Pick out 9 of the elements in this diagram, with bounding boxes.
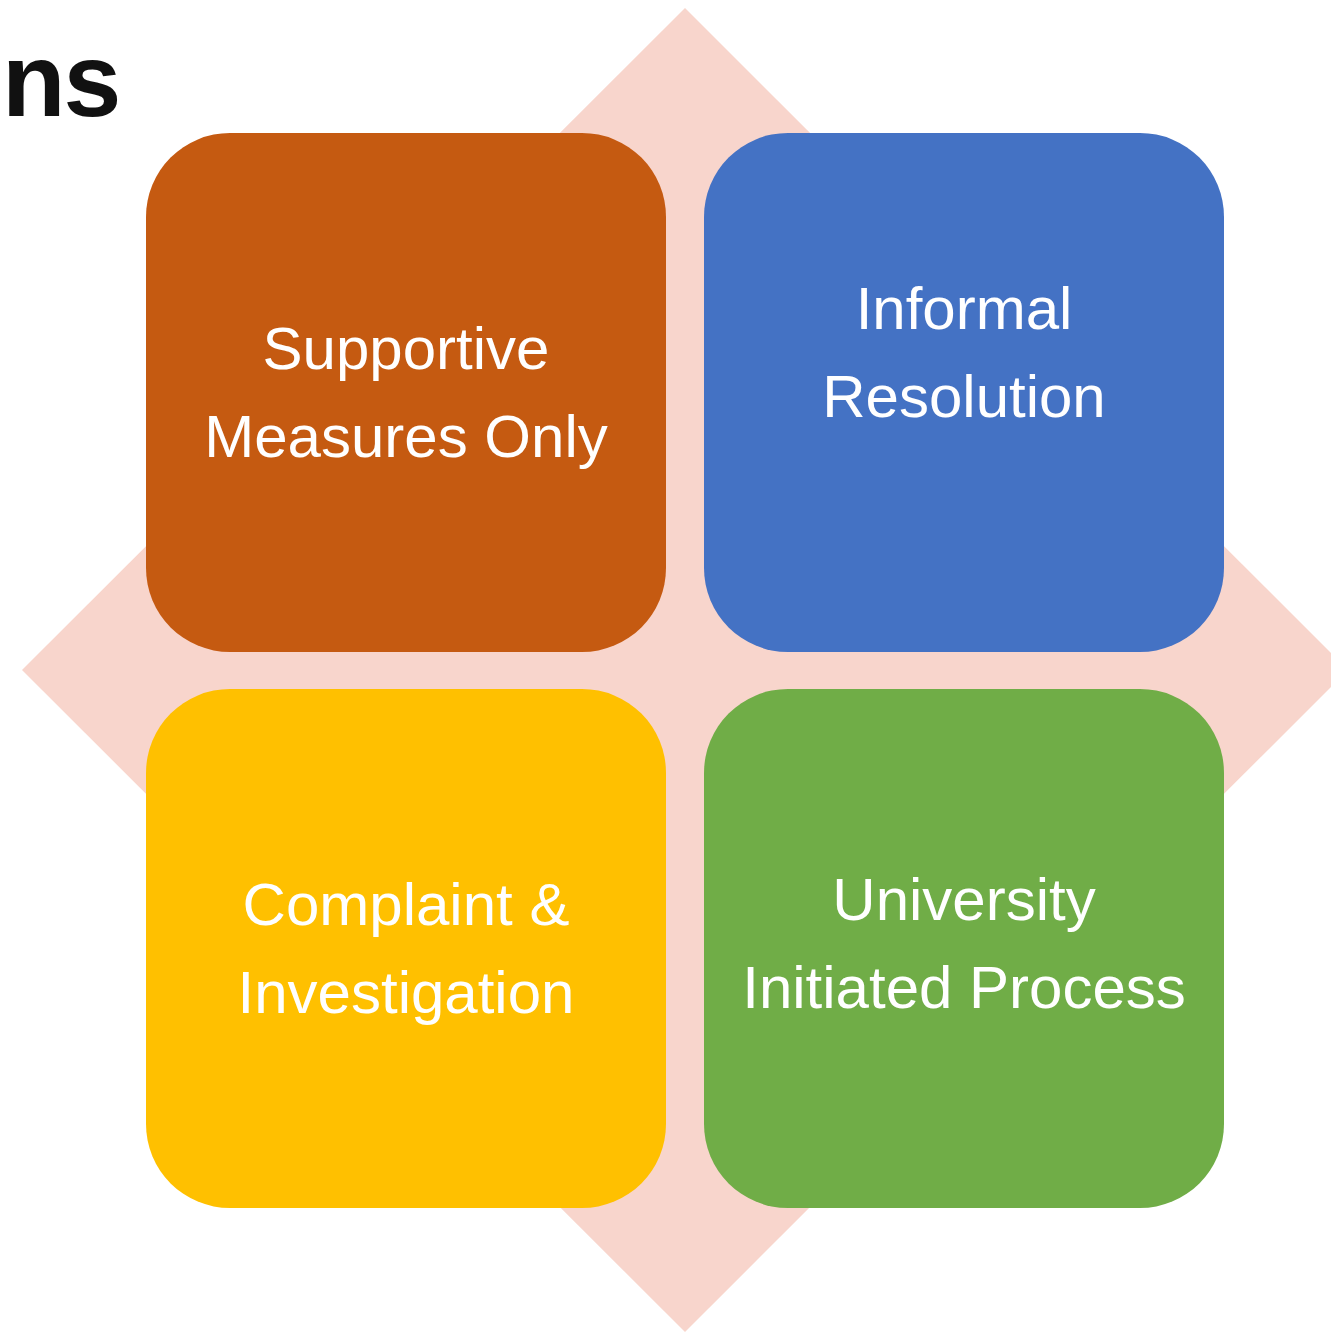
tile-label: Informal Resolution <box>821 273 1107 432</box>
tile-label: Supportive Measures Only <box>203 313 609 472</box>
heading-fragment: ns <box>2 28 120 132</box>
tile-label: Complaint & Investigation <box>236 869 576 1028</box>
rounded-tile <box>704 133 1224 652</box>
rounded-tile <box>146 133 666 652</box>
rounded-tile <box>146 689 666 1208</box>
tile-label: University Initiated Process <box>741 864 1187 1023</box>
rounded-tile <box>704 689 1224 1208</box>
